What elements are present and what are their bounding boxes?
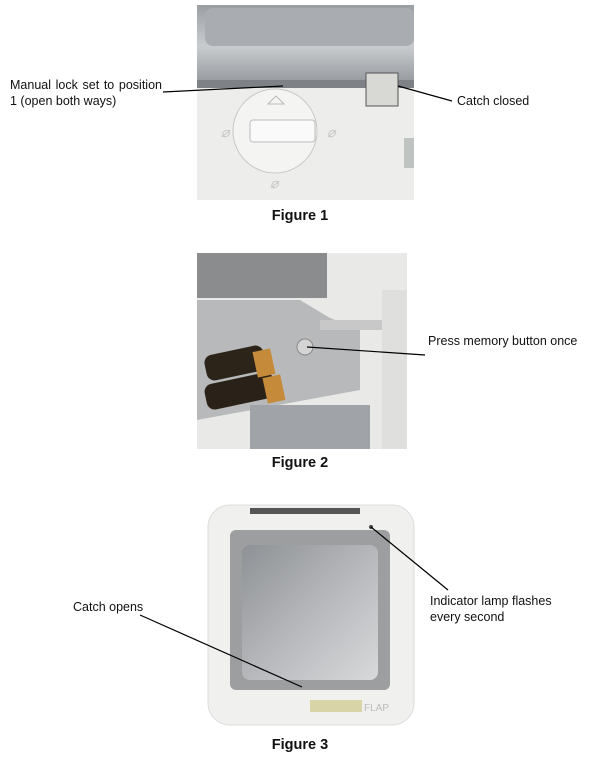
callout-catch-opens: Catch opens [73, 600, 144, 614]
sureflap-logo: FLAP [364, 703, 389, 714]
callout-memory-button: Press memory button once [428, 334, 578, 348]
callout-indicator-lamp: Indicator lamp flashes every second [430, 594, 552, 624]
figure-1-caption: Figure 1 [271, 208, 329, 224]
svg-text:⌀: ⌀ [221, 124, 231, 140]
svg-text:⌀: ⌀ [270, 175, 280, 191]
callout-manual-lock: Manual lock set to position 1 (open both… [10, 78, 162, 108]
svg-text:⌀: ⌀ [327, 124, 337, 140]
callout-catch-closed: Catch closed [457, 94, 530, 108]
figure-2-caption: Figure 2 [271, 455, 329, 471]
figure-3-caption: Figure 3 [271, 737, 329, 753]
